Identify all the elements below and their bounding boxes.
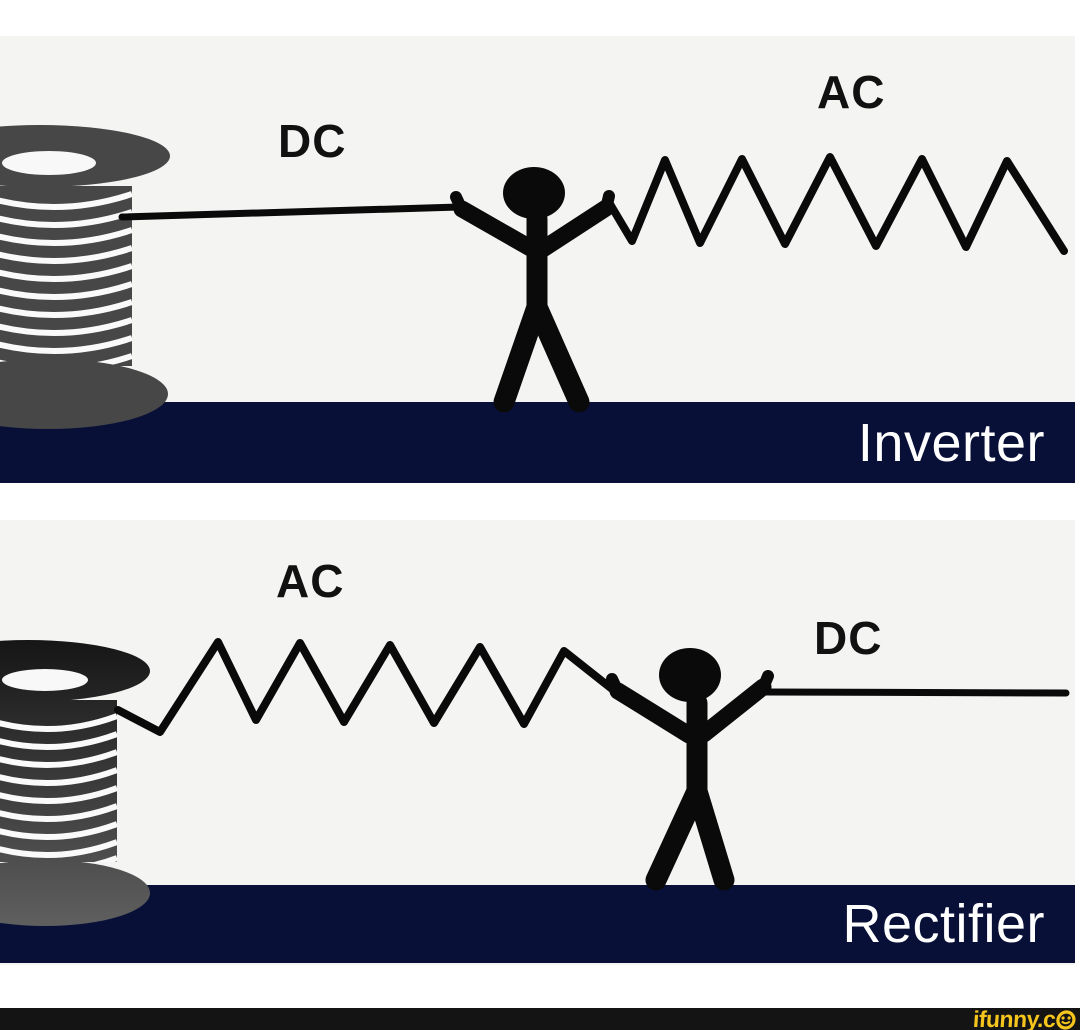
ac-label: AC [817, 66, 886, 118]
inverter-caption-bar: Inverter [0, 402, 1075, 483]
smiley-icon [1056, 1009, 1076, 1030]
dc-label: DC [814, 612, 883, 664]
dc-wire [762, 688, 1070, 697]
dc-label: DC [278, 115, 347, 167]
dc-wire [118, 203, 463, 221]
footer-bar: ifunny.c [0, 1008, 1080, 1030]
cable-spool-illustration [0, 640, 150, 926]
inverter-caption-text: Inverter [857, 412, 1045, 473]
ac-wire [606, 153, 1068, 255]
rectifier-panel: Rectifier [0, 520, 1075, 965]
stick-figure [450, 167, 615, 413]
cable-spool-illustration [0, 125, 170, 429]
stick-figure [606, 648, 774, 891]
inverter-panel: Inverter [0, 36, 1075, 483]
ac-label: AC [276, 555, 345, 607]
ifunny-logo: ifunny.c [972, 1008, 1080, 1030]
rectifier-caption-bar: Rectifier [0, 885, 1075, 963]
ifunny-logo-text: ifunny.c [971, 1008, 1056, 1030]
rectifier-caption-text: Rectifier [842, 894, 1045, 954]
ac-wire [114, 638, 616, 736]
